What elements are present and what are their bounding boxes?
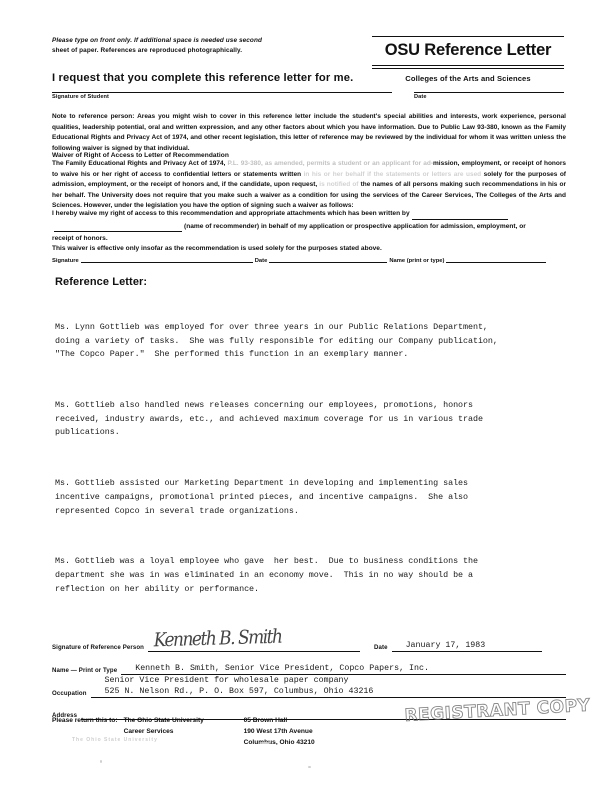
scan-speck [308,766,311,768]
reference-name-label: Name — Print or Type [52,667,118,674]
letter-paragraph: Ms. Gottlieb assisted our Marketing Depa… [55,478,468,516]
waiver-text-faded-b: in his or her behalf if the statements o… [303,170,482,178]
waiver-name-label: Name (print or type) [389,258,445,264]
letter-paragraph: Ms. Gottlieb also handled news releases … [55,400,483,438]
student-date-rule [414,92,564,93]
typing-instructions: Please type on front only. If additional… [52,36,362,56]
waiver-text-b: mission, employment, or receipt of honor… [52,160,566,178]
page-header: Please type on front only. If additional… [52,36,564,84]
waiver-date-label: Date [254,258,268,264]
scan-speck [259,742,271,744]
reference-person-form: Signature of Reference Person Kenneth B.… [52,626,566,720]
waiver-text-faded-a: P.L. 93-380, as amended, permits a stude… [227,160,434,167]
scan-speck [100,760,102,763]
reference-date-field[interactable]: January 17, 1983 [391,640,542,652]
typing-instructions-line1: Please type on front only. If additional… [52,37,262,44]
request-statement: I request that you complete this referen… [52,71,354,84]
waiver-signature-label: Signature [52,258,79,264]
reference-occupation-label: Occupation [52,690,87,697]
reference-signature-field[interactable]: Kenneth B. Smith [147,626,360,652]
note-body-text: Areas you might wish to cover in this re… [52,113,566,152]
waiver-date-blank[interactable] [269,261,388,263]
reference-signature-label: Signature of Reference Person [52,644,144,651]
reference-letter-heading: Reference Letter: [55,276,148,288]
letter-paragraph: Ms. Lynn Gottlieb was employed for over … [55,322,498,360]
reference-address-field[interactable] [81,708,566,720]
waiver-text-faded-c: is notified of [319,181,359,189]
waiver-heading: Waiver of Right of Access to Letter of R… [52,152,229,159]
waiver-statement-line1: I hereby waive my right of access to thi… [52,210,410,217]
handwritten-signature: Kenneth B. Smith [153,625,282,652]
header-right: OSU Reference Letter Colleges of the Art… [372,36,564,83]
student-date-label: Date [414,94,427,100]
form-subtitle: Colleges of the Arts and Sciences [405,73,531,83]
return-to-label: Please return this to: [52,717,118,724]
return-address: 05 Brown Hall 190 West 17th Avenue Colum… [244,716,374,749]
waiver-signature-blank[interactable] [80,261,253,263]
student-signature-rule [52,92,392,93]
reference-occupation-value: Senior Vice President for wholesale pape… [104,676,349,685]
waiver-text-a: The Family Educational Rights and Privac… [52,160,228,167]
waiver-recommender-blank-2[interactable] [54,231,182,233]
reference-name-row: Name — Print or Type Kenneth B. Smith, S… [52,663,566,675]
waiver-signature-row: Signature Date Name (print or type) [52,258,566,264]
header-left: Please type on front only. If additional… [52,36,362,84]
reference-occupation-row: Occupation Senior Vice President for who… [52,676,566,698]
reference-signature-row: Signature of Reference Person Kenneth B.… [52,626,566,652]
waiver-statement-block: I hereby waive my right of access to thi… [52,208,566,246]
waiver-text-h: Career Services, The Colleges of the Art… [52,191,566,210]
note-to-reference-person: Note to reference person: Areas you migh… [52,112,566,154]
form-title: OSU Reference Letter [384,41,552,59]
student-signature-label: Signature of Student [52,94,110,100]
return-org-line2: Career Services [123,727,174,735]
waiver-name-blank[interactable] [446,261,547,263]
waiver-text-f: the names of all persons making such [358,181,480,189]
waiver-text-c: or her right of access to confidential l… [92,170,304,178]
reference-address-row: Address [52,708,566,720]
waiver-text-g: recommendations in his or her behalf. Th… [52,181,567,199]
waiver-text-d: solely for the purposes of [481,170,566,178]
note-runin-label: Note to reference person: [52,113,135,120]
header-top-rule [372,36,564,37]
student-signature-field[interactable]: Signature of Student [52,92,392,100]
header-mid-rule [372,64,564,69]
reference-occupation-field[interactable]: Senior Vice President for wholesale pape… [90,676,566,698]
return-addr-line3: Columbus, Ohio 43210 [243,738,315,746]
waiver-recommender-blank-1[interactable] [411,218,508,220]
reference-letter-body: Ms. Lynn Gottlieb was employed for over … [55,294,555,633]
reference-date-value: January 17, 1983 [405,640,486,650]
waiver-effective-statement: This waiver is effective only insofar as… [52,245,382,252]
waiver-paragraph: The Family Educational Rights and Privac… [52,159,566,212]
reference-name-value: Kenneth B. Smith, Senior Vice President,… [135,663,429,673]
return-instructions: Please return this to: The Ohio State Un… [52,716,566,749]
return-addr-line2: 190 West 17th Avenue [243,727,313,735]
return-org-line1: The Ohio State University [123,717,204,724]
return-ghost-text: The Ohio State University [72,737,158,743]
student-signature-row: Signature of Student Date [52,92,564,100]
student-date-field[interactable]: Date [414,92,564,100]
typing-instructions-line2: sheet of paper. References are reproduce… [52,46,243,54]
reference-date-label: Date [373,644,388,651]
reference-address-label: Address [52,712,78,719]
waiver-text-e: admission, employment, or the receipt of… [52,181,320,189]
reference-occupation-address-value: 525 N. Nelson Rd., P. O. Box 597, Columb… [104,686,374,696]
return-addr-line1: 05 Brown Hall [243,717,288,724]
waiver-statement-line3: receipt of honors. [52,235,108,243]
return-organization: The Ohio State University Career Service… [72,716,244,749]
reference-name-field[interactable]: Kenneth B. Smith, Senior Vice President,… [121,663,566,675]
waiver-statement-line2: (name of recommender) in behalf of my ap… [184,222,526,230]
letter-paragraph: Ms. Gottlieb was a loyal employee who ga… [55,556,478,594]
